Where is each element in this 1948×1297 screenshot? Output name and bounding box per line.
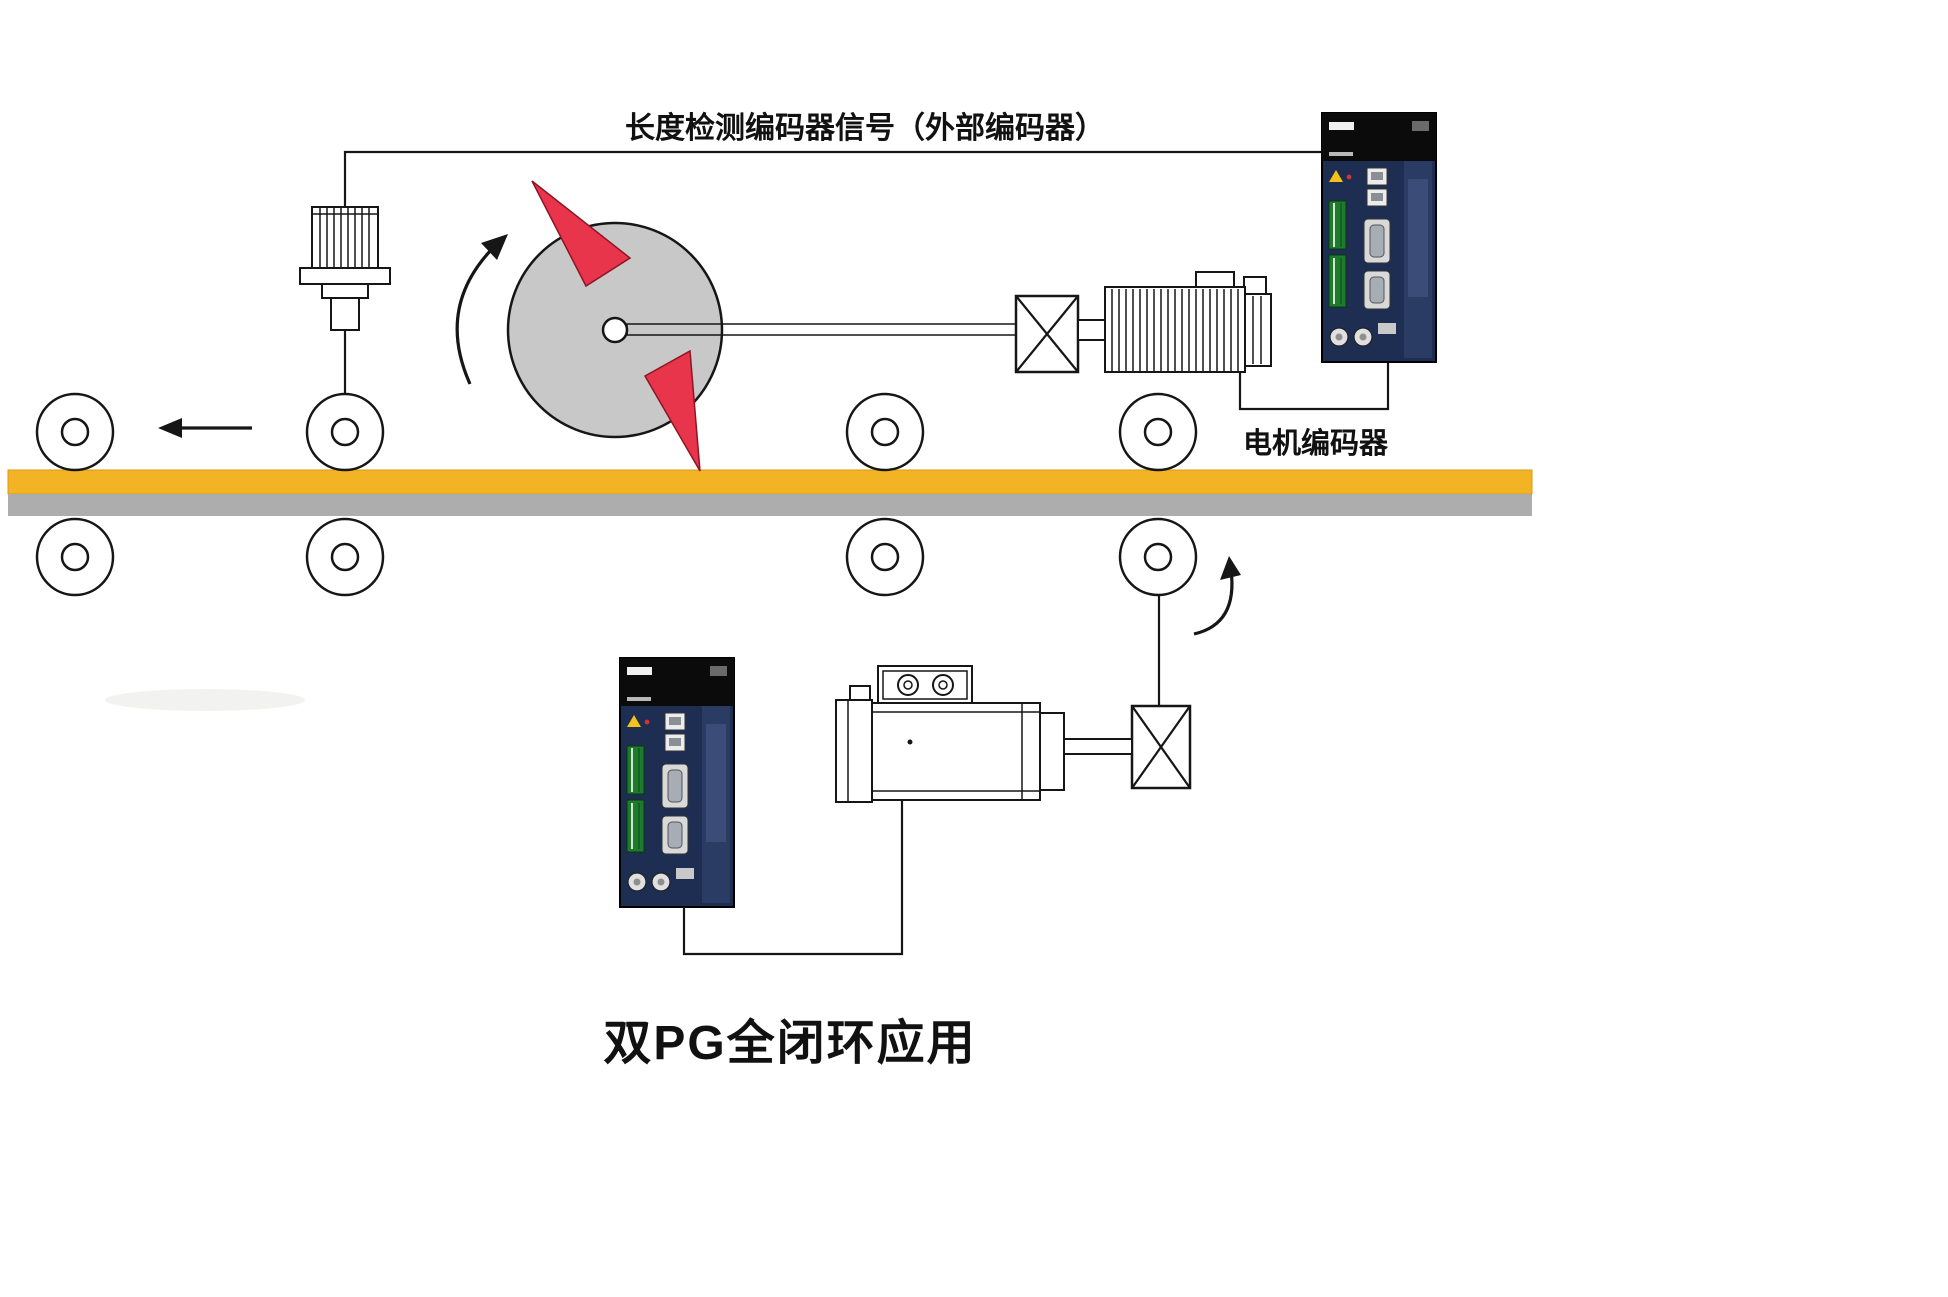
motor-encoder-wire (1238, 363, 1390, 411)
measuring-wheel (506, 180, 1017, 472)
servo-drive-top (1321, 112, 1437, 363)
motor-shaft (1063, 738, 1133, 755)
coupling-bottom (1130, 704, 1192, 790)
external-encoder-label: 长度检测编码器信号（外部编码器） (625, 112, 1105, 145)
coupling-top (1014, 294, 1106, 374)
wheel-rotation-arrow (455, 234, 508, 385)
page-title: 双PG全闭环应用 (603, 1017, 977, 1070)
roller-top-2 (305, 392, 385, 472)
bottom-drive-motor-wire (682, 801, 904, 956)
print-artifact (105, 689, 305, 711)
roller-bottom-2 (305, 517, 385, 597)
conveyor-belt (7, 469, 1533, 516)
roller-bottom-3 (845, 517, 925, 597)
motor-encoder-label: 电机编码器 (1243, 428, 1389, 460)
roller-top-3 (845, 392, 925, 472)
travel-direction-arrow (158, 418, 252, 438)
roller-bottom-1 (35, 517, 115, 597)
wheel-hub (601, 316, 629, 344)
roller-top-4 (1118, 392, 1198, 472)
servo-drive-bottom (619, 657, 735, 908)
wheel-pointer-bottom (643, 349, 701, 472)
servo-motor-bottom (835, 665, 1133, 803)
external-encoder-sensor (299, 206, 391, 394)
wheel-pointer-top (531, 180, 632, 288)
external-encoder-signal-wire (343, 150, 1322, 207)
roller-top-1 (35, 392, 115, 472)
roller-bottom-4 (1118, 517, 1198, 597)
roller-rotation-arrow (1193, 556, 1241, 636)
drive-motor (1104, 271, 1272, 373)
